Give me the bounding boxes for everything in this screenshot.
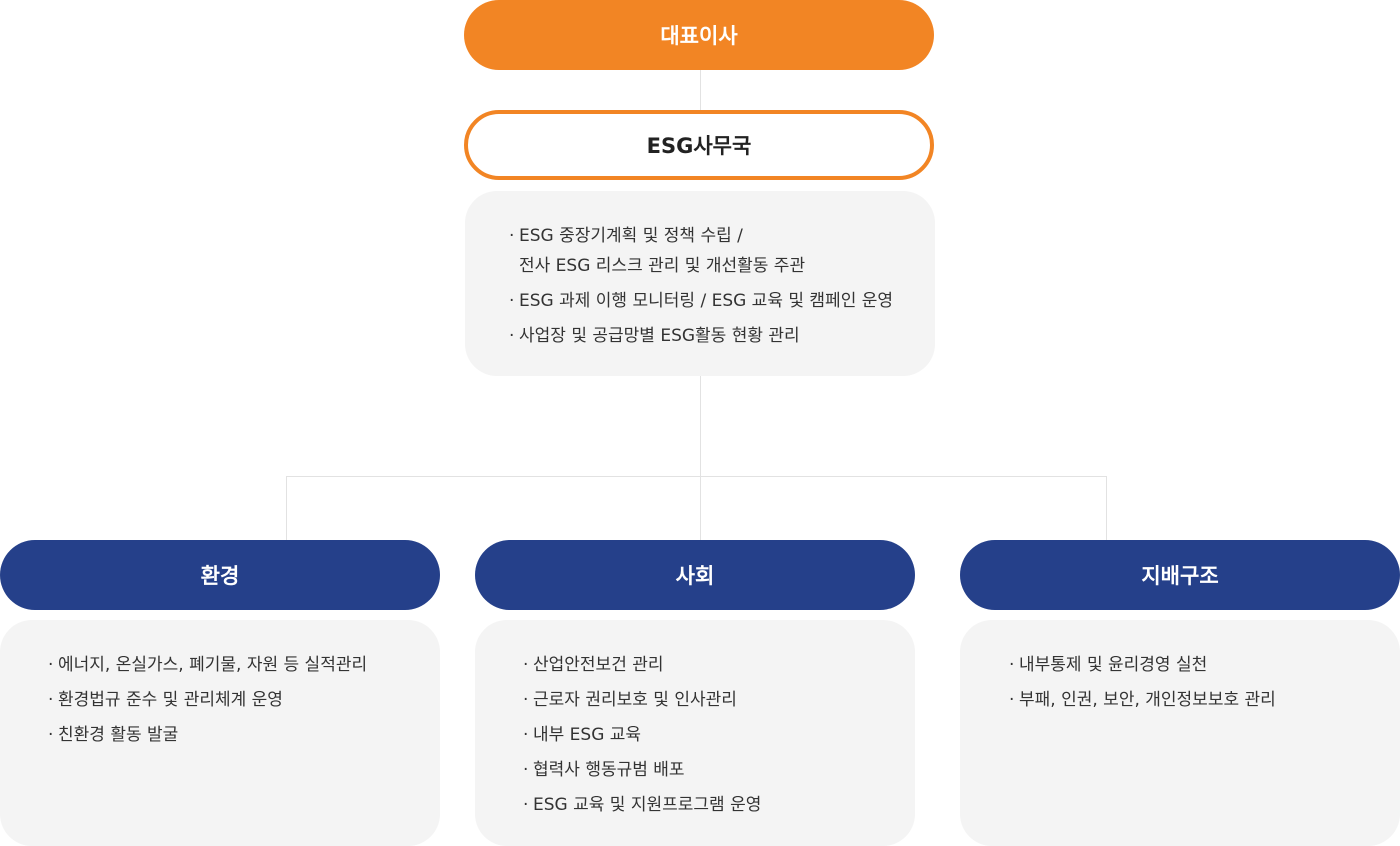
governance-duty: 내부통제 및 윤리경영 실천: [1009, 650, 1380, 680]
connector-ceo-office: [700, 70, 701, 110]
esg-office-duty: ESG 과제 이행 모니터링 / ESG 교육 및 캠페인 운영: [509, 286, 915, 316]
social-duty: ESG 교육 및 지원프로그램 운영: [523, 790, 895, 820]
environment-duty: 환경법규 준수 및 관리체계 운영: [48, 685, 420, 715]
social-duty: 산업안전보건 관리: [523, 650, 895, 680]
environment-duty: 에너지, 온실가스, 폐기물, 자원 등 실적관리: [48, 650, 420, 680]
esg-office-duties-list: ESG 중장기계획 및 정책 수립 / 전사 ESG 리스크 관리 및 개선활동…: [509, 221, 915, 351]
governance-duties-card: 내부통제 및 윤리경영 실천 부패, 인권, 보안, 개인정보보호 관리: [960, 620, 1400, 846]
environment-node: 환경: [0, 540, 440, 610]
social-duties-list: 산업안전보건 관리 근로자 권리보호 및 인사관리 내부 ESG 교육 협력사 …: [523, 650, 895, 820]
connector-governance: [1106, 476, 1107, 540]
governance-node: 지배구조: [960, 540, 1400, 610]
governance-duty: 부패, 인권, 보안, 개인정보보호 관리: [1009, 685, 1380, 715]
ceo-label: 대표이사: [660, 24, 738, 48]
esg-office-label: ESG사무국: [646, 134, 752, 158]
connector-environment: [286, 476, 287, 540]
environment-duties-card: 에너지, 온실가스, 폐기물, 자원 등 실적관리 환경법규 준수 및 관리체계…: [0, 620, 440, 846]
esg-office-duties-card: ESG 중장기계획 및 정책 수립 / 전사 ESG 리스크 관리 및 개선활동…: [465, 191, 935, 376]
esg-office-duty: 사업장 및 공급망별 ESG활동 현황 관리: [509, 321, 915, 351]
esg-office-duty: ESG 중장기계획 및 정책 수립 / 전사 ESG 리스크 관리 및 개선활동…: [509, 221, 915, 281]
social-label: 사회: [675, 564, 715, 588]
connector-horizontal: [286, 476, 1107, 477]
social-duties-card: 산업안전보건 관리 근로자 권리보호 및 인사관리 내부 ESG 교육 협력사 …: [475, 620, 915, 846]
ceo-node: 대표이사: [464, 0, 934, 70]
social-duty: 협력사 행동규범 배포: [523, 755, 895, 785]
connector-office-trunk: [700, 376, 701, 540]
environment-label: 환경: [200, 564, 240, 588]
social-node: 사회: [475, 540, 915, 610]
governance-duties-list: 내부통제 및 윤리경영 실천 부패, 인권, 보안, 개인정보보호 관리: [1009, 650, 1380, 715]
social-duty: 내부 ESG 교육: [523, 720, 895, 750]
governance-label: 지배구조: [1141, 564, 1219, 588]
environment-duty: 친환경 활동 발굴: [48, 720, 420, 750]
esg-office-node: ESG사무국: [464, 110, 934, 180]
social-duty: 근로자 권리보호 및 인사관리: [523, 685, 895, 715]
environment-duties-list: 에너지, 온실가스, 폐기물, 자원 등 실적관리 환경법규 준수 및 관리체계…: [48, 650, 420, 750]
